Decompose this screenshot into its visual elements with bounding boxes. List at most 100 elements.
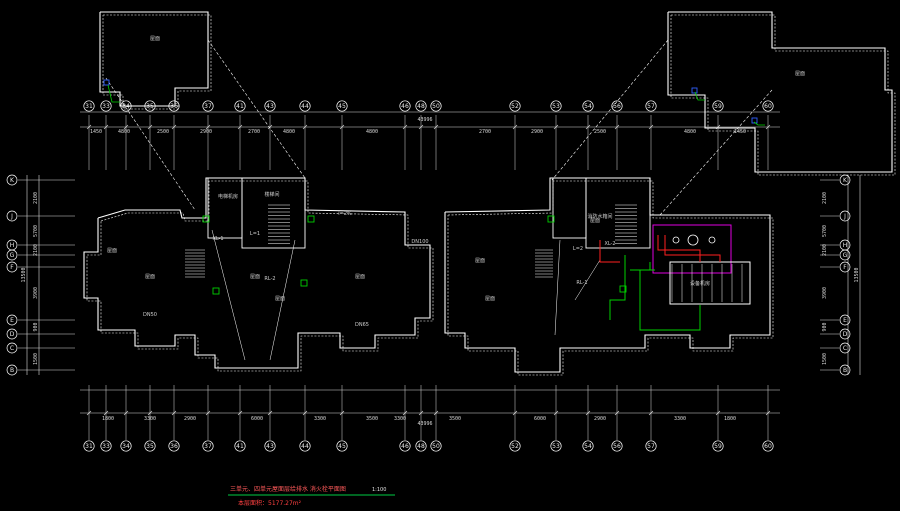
room-label: 楼梯间 xyxy=(264,191,279,198)
axis-label-side: C xyxy=(843,345,847,352)
axis-bubble-top xyxy=(399,100,411,112)
dim-slash xyxy=(123,410,129,416)
axis-label-side: D xyxy=(843,331,848,338)
dimension-text-bottom: 1800 xyxy=(724,416,736,422)
pipe-annotation: XL-1 xyxy=(212,236,223,242)
axis-bubble-bottom xyxy=(611,440,623,452)
dimension-text-bottom: 1800 xyxy=(102,416,114,422)
axis-label-top: 36 xyxy=(170,103,178,110)
axis-label-top: 48 xyxy=(417,103,425,110)
fixture-box xyxy=(202,215,210,223)
axis-bubble-top xyxy=(582,100,594,112)
axis-label-side: E xyxy=(10,317,14,324)
axis-bubble-side xyxy=(839,249,851,261)
drawing-scale: 1:100 xyxy=(372,487,386,493)
side-dimension-text: 2100 xyxy=(822,244,828,256)
room-label: 屋面 xyxy=(475,258,485,264)
pipe-annotation: RL-1 xyxy=(576,280,587,286)
roof-slope-line xyxy=(554,239,561,336)
axis-label-top: 31 xyxy=(85,103,93,110)
roof-slope-line xyxy=(574,259,601,301)
dimension-text-top: 2900 xyxy=(200,129,212,135)
dimension-text-bottom: 3300 xyxy=(674,416,686,422)
axis-bubble-side xyxy=(6,342,18,354)
dimension-text-top: 2700 xyxy=(479,129,491,135)
axis-label-top: 54 xyxy=(584,103,592,110)
dimension-text-top: 1450 xyxy=(734,129,746,135)
axis-bubble-side xyxy=(839,314,851,326)
axis-bubble-top xyxy=(509,100,521,112)
drawing-annotations: 3131333334343535363637374141434344444545… xyxy=(10,36,860,450)
pump-symbol xyxy=(687,234,699,246)
core-room-right-2 xyxy=(585,177,651,249)
dim-slash xyxy=(205,410,211,416)
axis-label-side: H xyxy=(10,242,15,249)
axis-label-side: G xyxy=(843,252,848,259)
axis-bubble-bottom xyxy=(645,440,657,452)
pipe-green-roof xyxy=(694,91,705,101)
axis-label-side: K xyxy=(843,177,848,184)
dim-slash xyxy=(123,124,129,130)
axis-bubble-bottom xyxy=(509,440,521,452)
room-label: 屋面 xyxy=(795,71,805,77)
dim-slash xyxy=(339,410,345,416)
roof-slope-line xyxy=(269,239,296,361)
pipe-annotation: L=2 xyxy=(573,246,583,252)
pipe-red-3 xyxy=(599,240,620,263)
pipe-annotation: i=2% xyxy=(338,211,352,217)
dim-slash xyxy=(715,410,721,416)
dim-slash xyxy=(553,410,559,416)
axis-label-top: 59 xyxy=(714,103,722,110)
dimension-grid xyxy=(6,100,861,452)
overall-dimension-top: 43996 xyxy=(417,117,432,123)
roof-block-right xyxy=(667,11,893,173)
side-dimension-text: 5700 xyxy=(33,225,39,237)
axis-bubble-bottom xyxy=(144,440,156,452)
dim-slash xyxy=(614,410,620,416)
axis-bubble-bottom xyxy=(83,440,95,452)
pipe-annotation: DN65 xyxy=(355,322,369,328)
dim-slash xyxy=(585,124,591,130)
projection-line xyxy=(551,39,669,181)
side-dimension-text: 2100 xyxy=(33,244,39,256)
side-dimension-text: 1500 xyxy=(822,353,828,365)
dimension-text-top: 4800 xyxy=(366,129,378,135)
axis-bubble-side xyxy=(839,210,851,222)
dimension-text-bottom: 3300 xyxy=(144,416,156,422)
drain-marker xyxy=(751,117,758,124)
axis-bubble-top xyxy=(202,100,214,112)
room-label: 设备机房 xyxy=(690,280,710,287)
axis-label-side: F xyxy=(843,264,847,271)
roof-block-left xyxy=(99,11,209,107)
axis-label-top: 33 xyxy=(102,103,110,110)
axis-bubble-side xyxy=(6,261,18,273)
dim-slash xyxy=(648,124,654,130)
room-label: 屋面 xyxy=(250,274,260,280)
axis-bubble-bottom xyxy=(399,440,411,452)
axis-label-bottom: 33 xyxy=(102,443,110,450)
axis-bubble-bottom xyxy=(264,440,276,452)
projection-line xyxy=(207,39,306,179)
axis-bubble-top xyxy=(234,100,246,112)
axis-bubble-top xyxy=(100,100,112,112)
projection-line xyxy=(105,77,196,211)
axis-label-side: B xyxy=(10,367,14,374)
dim-slash xyxy=(302,410,308,416)
axis-label-top: 34 xyxy=(122,103,130,110)
axis-label-top: 41 xyxy=(236,103,244,110)
dimension-text-top: 2500 xyxy=(594,129,606,135)
axis-label-top: 53 xyxy=(552,103,560,110)
axis-label-side: J xyxy=(843,213,846,220)
room-label: 电梯机房 xyxy=(218,193,238,200)
dim-slash xyxy=(765,124,771,130)
dim-slash xyxy=(237,410,243,416)
fixture-box xyxy=(547,215,555,223)
axis-bubble-bottom xyxy=(550,440,562,452)
axis-label-top: 35 xyxy=(146,103,154,110)
axis-label-bottom: 54 xyxy=(584,443,592,450)
dim-slash xyxy=(103,410,109,416)
dim-slash xyxy=(614,124,620,130)
pipe-annotation: RL-2 xyxy=(264,276,275,282)
dimension-text-top: 4800 xyxy=(283,129,295,135)
